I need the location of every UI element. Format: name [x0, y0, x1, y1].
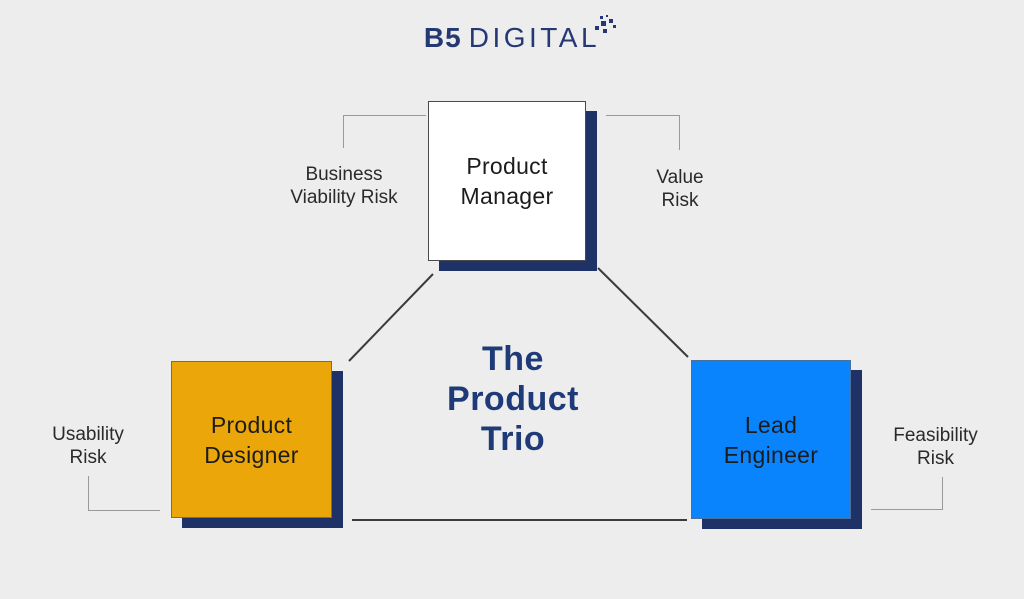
- lead-engineer-label-line2: Engineer: [723, 441, 819, 468]
- product-designer-box: Product Designer: [171, 361, 332, 518]
- feasibility-risk-connector: [871, 477, 943, 510]
- value-risk-line2: Risk: [661, 190, 699, 211]
- value-risk-connector: [606, 115, 680, 150]
- usability-risk-label: Usability Risk: [28, 423, 148, 469]
- title-line3: Trio: [480, 420, 546, 458]
- business-viability-risk-label: Business Viability Risk: [254, 163, 434, 209]
- usability-risk-line1: Usability: [52, 424, 124, 445]
- feasibility-risk-line2: Risk: [917, 448, 954, 469]
- feasibility-risk-line1: Feasibility: [893, 425, 978, 446]
- usability-risk-connector: [88, 476, 160, 511]
- logo-text-light: DIGITAL: [468, 22, 601, 53]
- lead-engineer-box: Lead Engineer: [691, 360, 851, 519]
- value-risk-line1: Value: [656, 167, 704, 188]
- usability-risk-line2: Risk: [69, 447, 107, 468]
- product-manager-label-line1: Product: [466, 153, 548, 179]
- business-viability-risk-line2: Viability Risk: [290, 187, 398, 208]
- pixel-cluster-icon: [595, 15, 617, 33]
- product-manager-box: Product Manager: [428, 101, 586, 261]
- logo-row: B5 DIGITAL: [0, 15, 1024, 54]
- product-designer-label-line1: Product: [210, 411, 293, 438]
- b5-digital-logo: B5 DIGITAL: [423, 15, 617, 54]
- diagram-title: The Product Trio: [403, 339, 623, 459]
- business-viability-risk-line1: Business: [305, 164, 383, 185]
- logo-text-bold: B5: [423, 22, 462, 53]
- product-manager-label-line2: Manager: [460, 183, 554, 209]
- title-line1: The: [482, 340, 544, 378]
- value-risk-label: Value Risk: [620, 166, 740, 212]
- feasibility-risk-label: Feasibility Risk: [873, 424, 998, 470]
- business-viability-risk-connector: [343, 115, 426, 148]
- lead-engineer-label-line1: Lead: [744, 411, 798, 438]
- product-designer-label-line2: Designer: [204, 441, 299, 468]
- title-line2: Product: [447, 380, 579, 418]
